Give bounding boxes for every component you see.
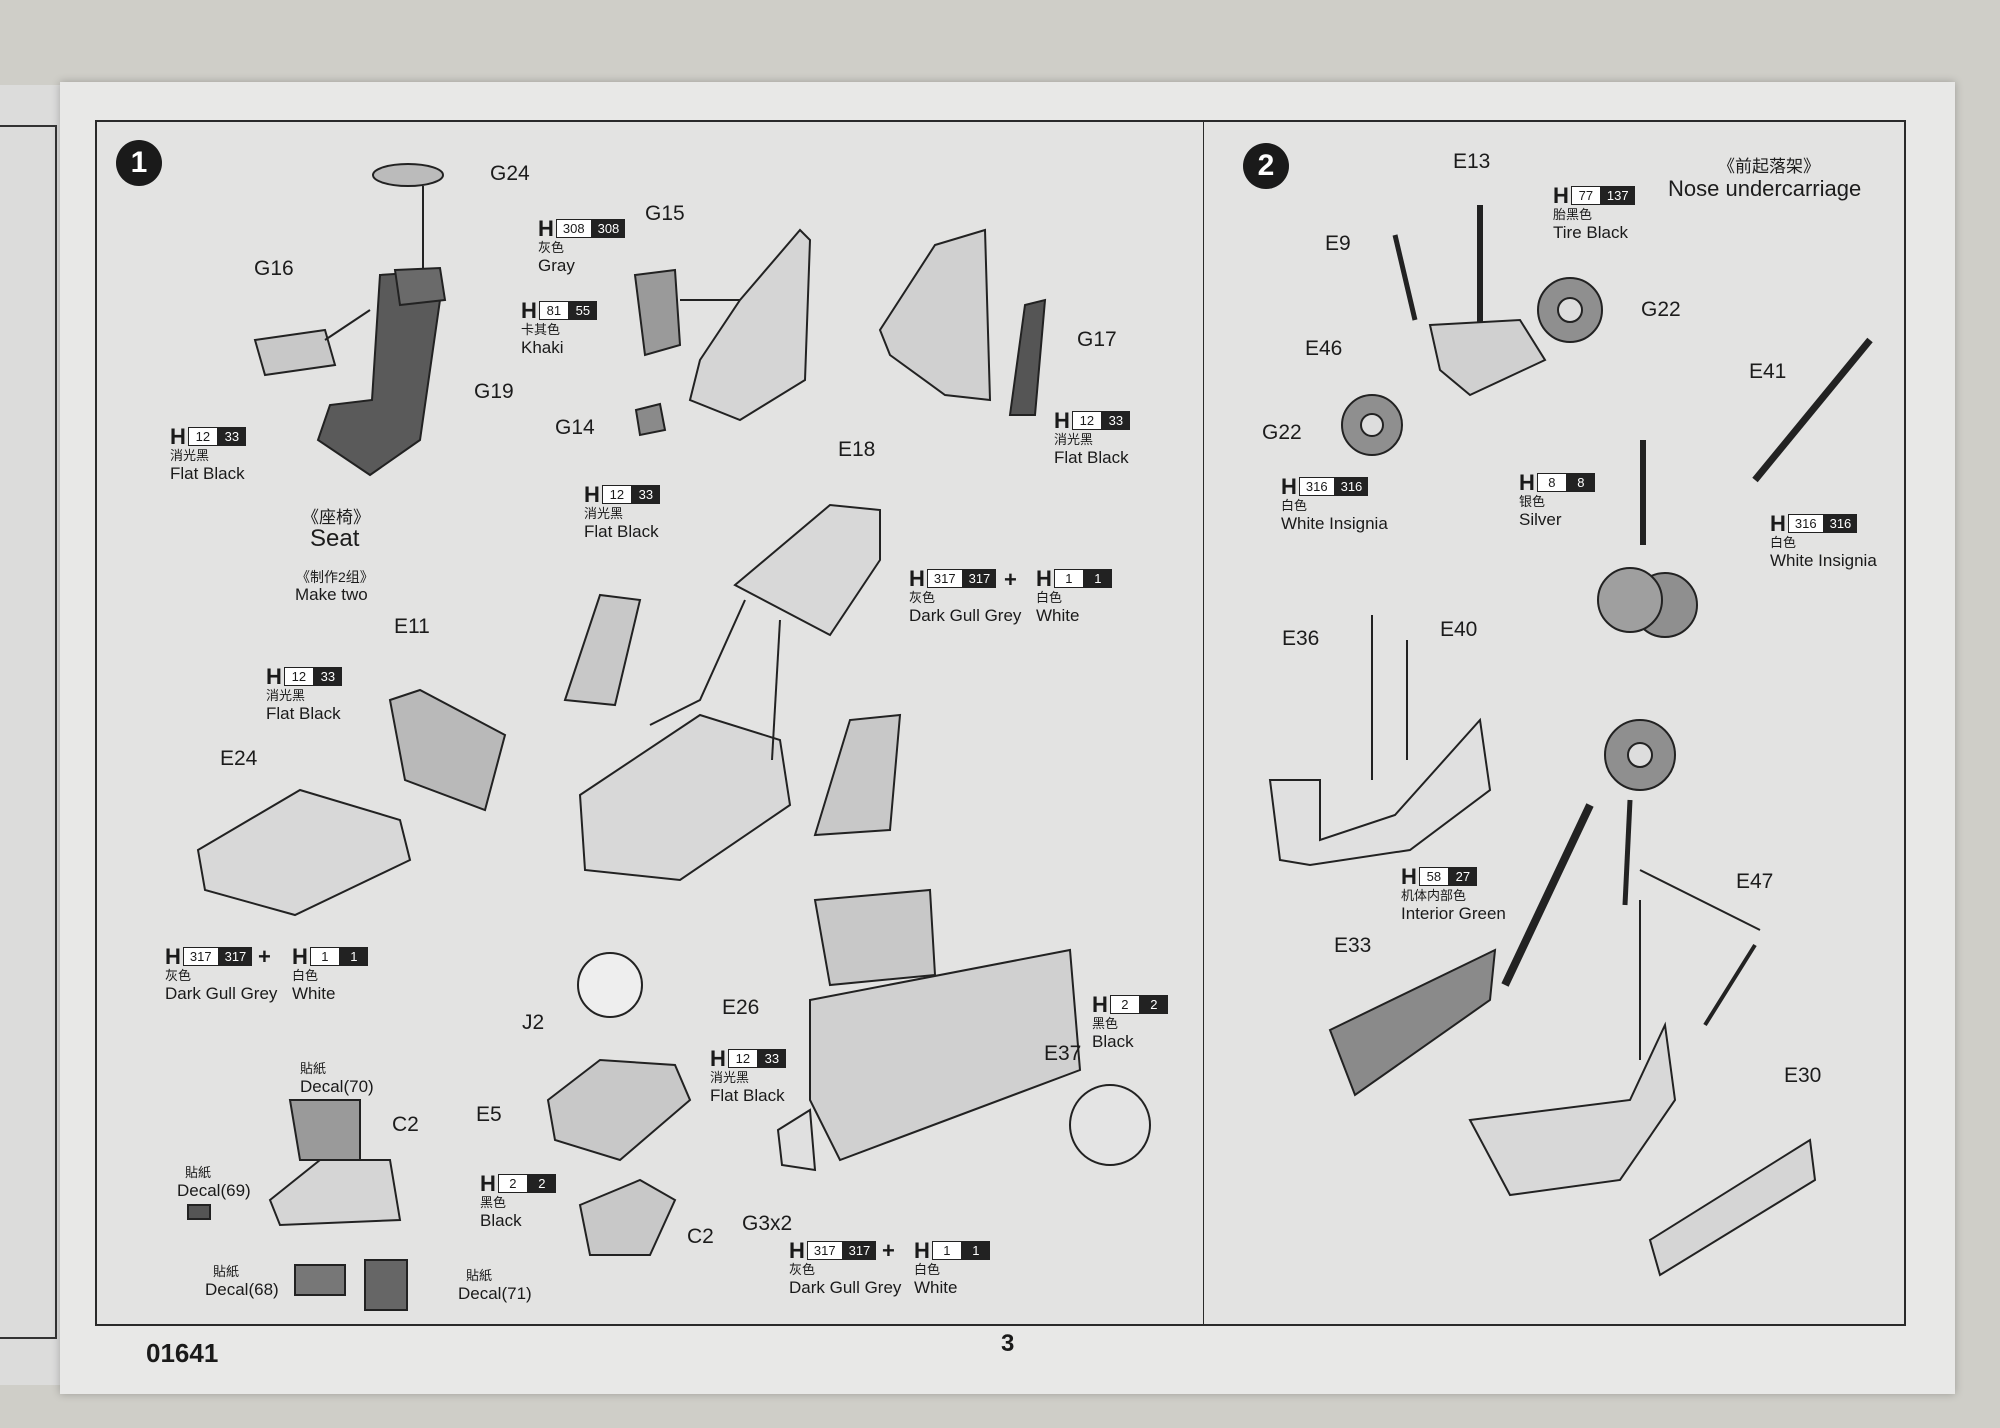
part-g14-label: G14	[555, 416, 595, 439]
part-e24-label: E24	[220, 747, 258, 770]
part-g3x2-label: G3x2	[742, 1212, 793, 1235]
part-e36-label: E36	[1282, 627, 1320, 650]
make-two-en: Make two	[295, 585, 368, 604]
part-c2-label: C2	[392, 1113, 419, 1136]
plus-sign: +	[882, 1238, 895, 1263]
part-g17-label: G17	[1077, 328, 1117, 351]
page-number: 3	[1001, 1330, 1015, 1357]
part-g22-label: G22	[1262, 421, 1302, 444]
seat-title-en: Seat	[310, 525, 360, 552]
part-g22-label: G22	[1641, 298, 1681, 321]
part-e30-label: E30	[1784, 1064, 1822, 1087]
part-g15-label: G15	[645, 202, 685, 225]
part-e33-drawing	[1328, 948, 1497, 1097]
part-g24-label: G24	[490, 162, 530, 185]
step-2-number: 2	[1243, 143, 1289, 189]
decal-70-callout: 貼紙 Decal(70)	[300, 1061, 374, 1096]
decal-71-callout: 貼紙 Decal(71)	[458, 1268, 532, 1303]
part-e24-drawing	[196, 788, 412, 917]
decal-68-callout: 貼紙 Decal(68)	[205, 1264, 279, 1299]
plus-sign: +	[1004, 567, 1017, 592]
part-e47-label: E47	[1736, 870, 1774, 893]
decal-69-callout: 貼紙 Decal(69)	[177, 1165, 251, 1200]
part-e46-label: E46	[1305, 337, 1343, 360]
make-two-cn: 《制作2组》	[296, 569, 374, 585]
part-e13-label: E13	[1453, 150, 1491, 173]
plus-sign: +	[258, 944, 271, 969]
part-g19-label: G19	[474, 380, 514, 403]
part-e40-label: E40	[1440, 618, 1478, 641]
part-j2-label: J2	[522, 1011, 545, 1034]
part-e5-label: E5	[476, 1103, 502, 1126]
step-2-title-cn: 《前起落架》	[1718, 157, 1820, 176]
part-e11-label: E11	[394, 615, 430, 638]
step-1-number: 1	[116, 140, 162, 186]
part-e9-label: E9	[1325, 232, 1351, 255]
part-e18-label: E18	[838, 438, 876, 461]
part-e33-label: E33	[1334, 934, 1372, 957]
part-c2-label: C2	[687, 1225, 714, 1248]
part-e37-label: E37	[1044, 1042, 1082, 1065]
kit-number: 01641	[146, 1338, 219, 1368]
part-e41-label: E41	[1749, 360, 1787, 383]
part-g16-label: G16	[254, 257, 294, 280]
seat-title-cn: 《座椅》	[302, 508, 370, 527]
part-e26-label: E26	[722, 996, 760, 1019]
step-2-title-en: Nose undercarriage	[1668, 176, 1862, 201]
part-e18-drawing	[733, 503, 881, 637]
